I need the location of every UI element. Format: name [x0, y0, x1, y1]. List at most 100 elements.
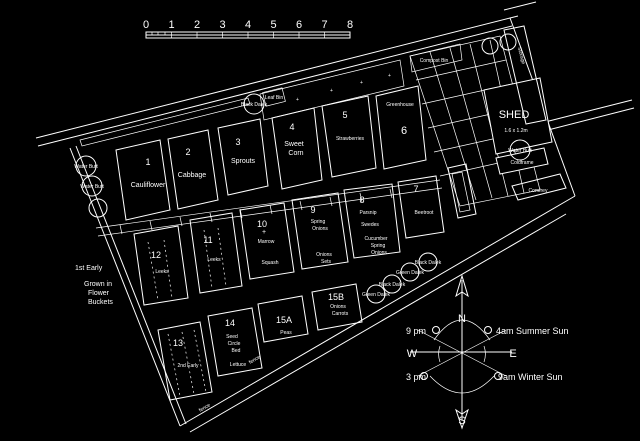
sun-9am-marker [494, 372, 502, 380]
water-butt-4: Water Butt [508, 139, 532, 161]
compass-north: N [458, 313, 466, 325]
bed-2: 2 Cabbage [167, 129, 219, 210]
bed-4-number: 4 [289, 122, 294, 132]
bed-8-name-5: Onions [371, 250, 387, 256]
bed-15b-name: Onions [330, 304, 346, 310]
bed-10-number: 10 [257, 219, 267, 229]
sun-9pm-marker [432, 326, 440, 334]
bed-14-number: 14 [225, 318, 235, 328]
svg-text:+: + [262, 229, 266, 236]
bed-10-name-2: Squash [262, 260, 279, 266]
bed-10: 10 + Marrow Squash [239, 202, 295, 280]
buckets-label: Buckets [88, 299, 113, 306]
scale-tick-1: 1 [168, 19, 174, 31]
green-dalek-2: Green Dalek [362, 284, 391, 304]
bed-5-name: Strawberries [336, 136, 365, 142]
bed-6-name: Greenhouse [386, 102, 414, 108]
green-dalek-1-label: Green Dalek [396, 270, 425, 276]
bed-8-number: 8 [359, 195, 364, 205]
bed-15b-name-2: Carrots [332, 311, 349, 317]
bed-12: 12 Leeks [133, 225, 189, 306]
bed-12-number: 12 [151, 250, 161, 260]
water-butt-1: Water Butt [74, 155, 98, 177]
fence-label-1: fence [248, 354, 262, 365]
scale-tick-0: 0 [143, 19, 149, 31]
black-dalek-2: Black Dalek [379, 274, 406, 294]
compass-rose: N S W E 9 pm 4am Summer Sun 3 pm 9am Win… [406, 274, 569, 430]
shed-size: 1.6 x 1.2m [504, 128, 527, 134]
shed-title: SHED [499, 109, 530, 121]
bed-14-name-3: Bed [232, 348, 241, 354]
scale-tick-8: 8 [347, 19, 353, 31]
bed-11-number: 11 [203, 235, 212, 245]
sun-9pm-label: 9 pm [406, 326, 426, 336]
bed-14: 14 Seed Circle Bed Lettuce [207, 307, 263, 377]
svg-text:+: + [388, 73, 391, 79]
bed-8-name-2: Swedes [361, 222, 379, 228]
compass-east: E [509, 348, 516, 360]
bed-7: 7 Beetroot [397, 175, 445, 239]
black-dalek-2-label: Black Dalek [379, 282, 406, 288]
leaf-bin-label: Leaf Bin [265, 95, 284, 101]
svg-text:+: + [360, 80, 363, 86]
bed-13-name: 2nd Early [177, 363, 199, 369]
black-dalek-top: Black Dalek [241, 93, 268, 115]
bed-14-name-4: Lettuce [230, 362, 247, 368]
bed-8: 8 Parsnip Swedes Cucumber Spring Onions [343, 183, 401, 259]
bed-15b-number: 15B [328, 292, 344, 302]
bed-5: 5 Strawberries [321, 95, 377, 178]
black-dalek-top-label: Black Dalek [241, 102, 268, 108]
bed-15a: 15A Peas [257, 295, 309, 343]
bed-13-number: 13 [173, 338, 183, 348]
water-butt-2-label: Water Butt [80, 184, 104, 190]
bed-13: 13 2nd Early [157, 321, 213, 401]
bed-6-greenhouse: Greenhouse 6 [375, 85, 427, 170]
coldframe-label: Coldframe [510, 160, 533, 166]
scale-tick-4: 4 [245, 19, 251, 31]
bed-15b: 15B Onions Carrots [311, 283, 363, 331]
fence-label-2: fence [198, 402, 212, 413]
bed-1-number: 1 [145, 157, 150, 167]
black-dalek-1-label: Black Dalek [415, 260, 442, 266]
storage-area: Storage [503, 25, 547, 125]
comfrey-area: Comfrey [511, 173, 567, 201]
scale-tick-2: 2 [194, 19, 200, 31]
bed-14-name: Seed [226, 334, 238, 340]
bed-3-number: 3 [235, 137, 240, 147]
bed-7-name: Beetroot [415, 210, 435, 216]
left-annotation: 1st Early Grown in Flower Buckets [75, 265, 113, 306]
bed-1: 1 Cauliflower [115, 139, 171, 221]
bed-9-name-3: Onions [316, 252, 332, 258]
compass-west: W [407, 348, 418, 360]
storage-label: Storage [516, 47, 526, 66]
scale-tick-5: 5 [270, 19, 276, 31]
bed-3-name: Sprouts [231, 158, 256, 165]
bed-15a-number: 15A [276, 315, 292, 325]
flower-label: Flower [88, 290, 110, 297]
bed-12-name: Leeks [155, 269, 169, 275]
scale-tick-6: 6 [296, 19, 302, 31]
water-butt-top-1 [481, 37, 499, 55]
bed-8-name-3: Cucumber [364, 236, 387, 242]
grown-in-label: Grown in [84, 281, 112, 288]
bed-11-name: Leeks [207, 257, 221, 263]
bed-4-name: Sweet [284, 141, 304, 148]
bed-10-name: Marrow [258, 239, 275, 245]
green-dalek-2-label: Green Dalek [362, 292, 391, 298]
water-butt-2: Water Butt [80, 175, 104, 197]
bed-3: 3 Sprouts [217, 118, 269, 196]
water-butt-4-label: Water Butt [508, 148, 532, 154]
green-dalek-1: Green Dalek [396, 262, 425, 282]
bed-8-name-4: Spring [371, 243, 386, 249]
bed-9-name-2: Onions [312, 226, 328, 232]
bed-15a-name: Peas [280, 330, 292, 336]
water-butt-3 [88, 198, 108, 218]
bed-9-number: 9 [310, 205, 315, 215]
bed-9: 9 Spring Onions Onions Sets [291, 192, 349, 270]
bed-11: 11 Leeks [189, 212, 243, 294]
black-dalek-1: Black Dalek [415, 252, 442, 272]
bed-8-name: Parsnip [360, 210, 377, 216]
bed-4-name-2: Corn [288, 150, 303, 157]
compost-label: Compost Bin [420, 58, 449, 64]
